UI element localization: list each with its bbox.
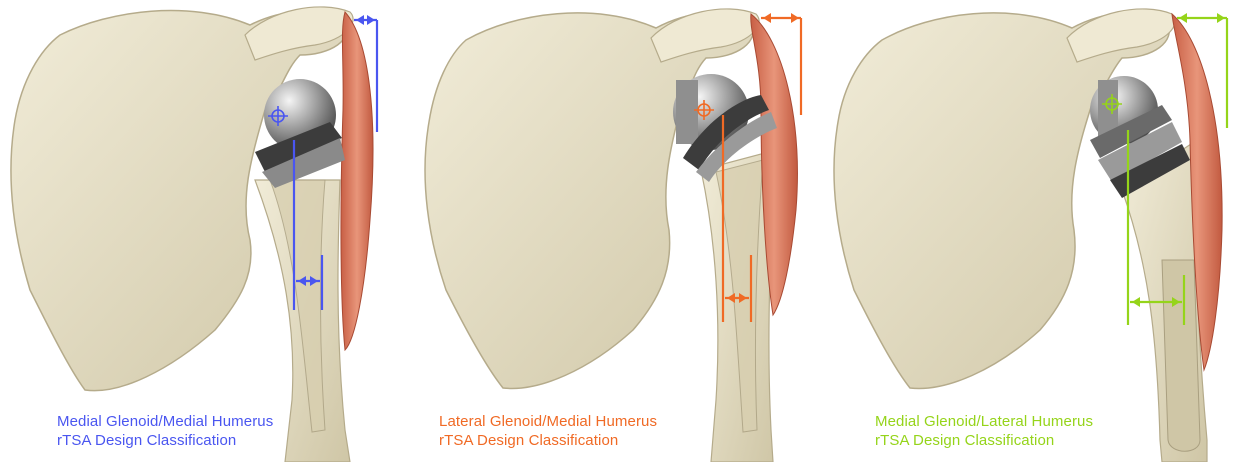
caption-1: Medial Glenoid/Medial Humerus rTSA Desig…	[57, 412, 273, 450]
caption-2-line-1: Lateral Glenoid/Medial Humerus	[439, 412, 657, 431]
humeral-stem	[1162, 260, 1200, 451]
scapula	[834, 13, 1169, 389]
panel-medial-glenoid-lateral-humerus: Medial Glenoid/Lateral Humerus rTSA Desi…	[822, 0, 1233, 462]
caption-1-line-1: Medial Glenoid/Medial Humerus	[57, 412, 273, 431]
caption-3-line-2: rTSA Design Classification	[875, 431, 1093, 450]
deltoid-muscle	[341, 12, 373, 350]
caption-2-line-2: rTSA Design Classification	[439, 431, 657, 450]
shoulder-illustration-3	[822, 0, 1233, 462]
panel-medial-glenoid-medial-humerus: Medial Glenoid/Medial Humerus rTSA Desig…	[0, 0, 411, 462]
baseplate	[676, 80, 698, 144]
shoulder-illustration-1	[0, 0, 411, 462]
panel-lateral-glenoid-medial-humerus: Lateral Glenoid/Medial Humerus rTSA Desi…	[411, 0, 822, 462]
caption-3: Medial Glenoid/Lateral Humerus rTSA Desi…	[875, 412, 1093, 450]
scapula	[425, 13, 753, 389]
shoulder-illustration-2	[411, 0, 822, 462]
caption-3-line-1: Medial Glenoid/Lateral Humerus	[875, 412, 1093, 431]
caption-2: Lateral Glenoid/Medial Humerus rTSA Desi…	[439, 412, 657, 450]
caption-1-line-2: rTSA Design Classification	[57, 431, 273, 450]
